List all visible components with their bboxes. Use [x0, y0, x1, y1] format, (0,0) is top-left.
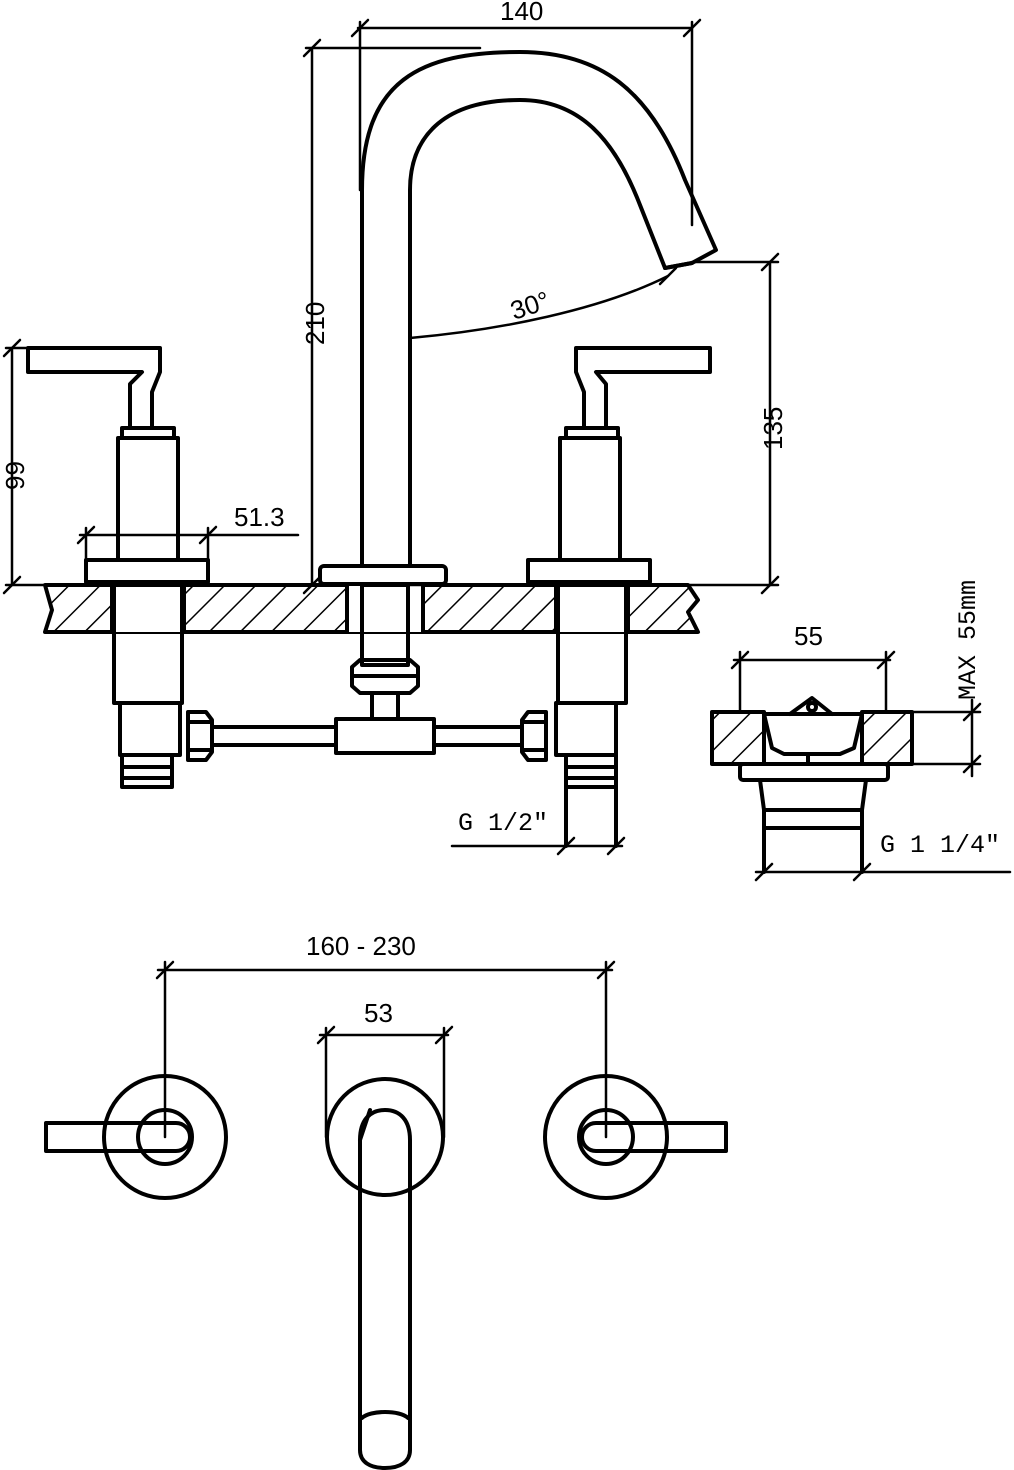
left-valve [26, 346, 210, 789]
dim-210-text: 210 [300, 302, 330, 345]
dim-99-text: 99 [0, 461, 30, 490]
side-elevation-view: 140 210 30° 135 99 51.3 G 1/2″ [0, 0, 788, 856]
dimension-lines [2, 18, 780, 856]
dim-135-text: 135 [758, 407, 788, 450]
dim-140-text: 140 [500, 0, 543, 26]
countertop-section [43, 583, 700, 634]
dim-51-3-text: 51.3 [234, 502, 285, 532]
dim-30deg-text: 30° [507, 285, 554, 326]
plan-left-valve [44, 1074, 228, 1200]
dim-max-55mm-text: MAX 55mm [954, 580, 983, 700]
dim-g-half-text: G 1/2″ [458, 809, 548, 838]
spout-escutcheon [318, 564, 448, 586]
dim-55-text: 55 [794, 621, 823, 651]
dim-g-1-1-4-text: G 1 1/4″ [880, 831, 1000, 860]
plan-view: 160 - 230 53 [44, 931, 728, 1470]
plan-dimension-lines [155, 960, 616, 1139]
spout [360, 50, 718, 568]
dim-53-text: 53 [364, 998, 393, 1028]
waste-detail-view: 55 MAX 55mm G 1 1/4″ [710, 580, 1012, 882]
waste-dimension-lines [730, 650, 1012, 882]
crossover-pipe [186, 710, 548, 762]
dim-160-230-text: 160 - 230 [306, 931, 416, 961]
right-valve [526, 346, 712, 848]
plan-spout [325, 1077, 445, 1470]
spout-body-under [350, 583, 420, 721]
plan-right-valve [543, 1074, 728, 1200]
